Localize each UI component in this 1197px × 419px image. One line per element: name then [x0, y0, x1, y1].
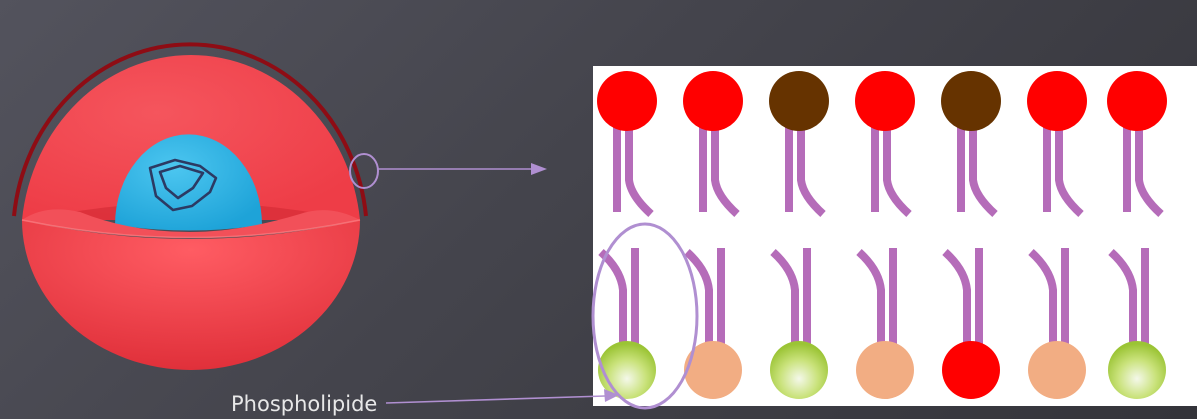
bottom-lipid-row — [598, 248, 1166, 399]
lipid-head-peach — [1028, 341, 1086, 399]
arrow-right-icon — [378, 163, 547, 175]
lipid-tail — [684, 248, 725, 352]
phospholipid-bottom-5 — [942, 248, 1000, 399]
lipid-head-red — [683, 71, 743, 131]
lipid-head-red — [597, 71, 657, 131]
lipid-head-green — [770, 341, 828, 399]
lipid-tail — [1028, 248, 1069, 352]
phospholipid-top-5 — [941, 71, 1001, 217]
cell-cut-face — [22, 209, 360, 238]
lipid-tail — [942, 248, 983, 352]
lipid-tail — [770, 248, 811, 352]
membrane-panel — [591, 66, 1197, 410]
phospholipid-top-6 — [1027, 71, 1087, 217]
lipid-head-green — [598, 341, 656, 399]
lipid-tail — [856, 248, 897, 352]
ellipse-highlight-icon — [349, 153, 379, 189]
phospholipid-bottom-3 — [770, 248, 828, 399]
lipid-tail — [1108, 248, 1149, 352]
lipid-head-brown — [769, 71, 829, 131]
cell-icon — [12, 42, 368, 370]
top-lipid-row — [597, 71, 1167, 217]
cell-lower-half — [22, 220, 360, 370]
nucleus-symbol-icon — [148, 158, 218, 212]
phospholipid-top-3 — [769, 71, 829, 217]
phospholipid-bottom-2 — [684, 248, 742, 399]
lipid-head-green — [1108, 341, 1166, 399]
lipid-tail — [871, 118, 912, 217]
phospholipid-bottom-4 — [856, 248, 914, 399]
lipid-head-peach — [684, 341, 742, 399]
lipid-head-red — [855, 71, 915, 131]
phospholipid-bottom-7 — [1108, 248, 1166, 399]
phospholipid-top-4 — [855, 71, 915, 217]
cell-rim-outline — [12, 42, 368, 217]
lipid-tail — [699, 118, 740, 217]
phospholipid-highlight-ellipse — [591, 222, 699, 410]
lipid-tail — [957, 118, 998, 217]
phospholipid-top-2 — [683, 71, 743, 217]
lipid-tail — [1043, 118, 1084, 217]
lipid-tail — [785, 118, 826, 217]
phospholipid-top-7 — [1107, 71, 1167, 217]
label-pointer-arrowhead — [604, 389, 619, 402]
lipid-tail — [1123, 118, 1164, 217]
lipid-head-red — [942, 341, 1000, 399]
lipid-head-red — [1107, 71, 1167, 131]
lipid-head-peach — [856, 341, 914, 399]
nucleus-icon — [115, 134, 262, 231]
lipid-head-brown — [941, 71, 1001, 131]
phospholipide-label: Phospholipide — [231, 392, 377, 416]
label-pointer-line — [385, 395, 606, 404]
lipid-tail — [613, 118, 654, 217]
phospholipid-top-1 — [597, 71, 657, 217]
lipid-head-red — [1027, 71, 1087, 131]
phospholipid-bottom-6 — [1028, 248, 1086, 399]
